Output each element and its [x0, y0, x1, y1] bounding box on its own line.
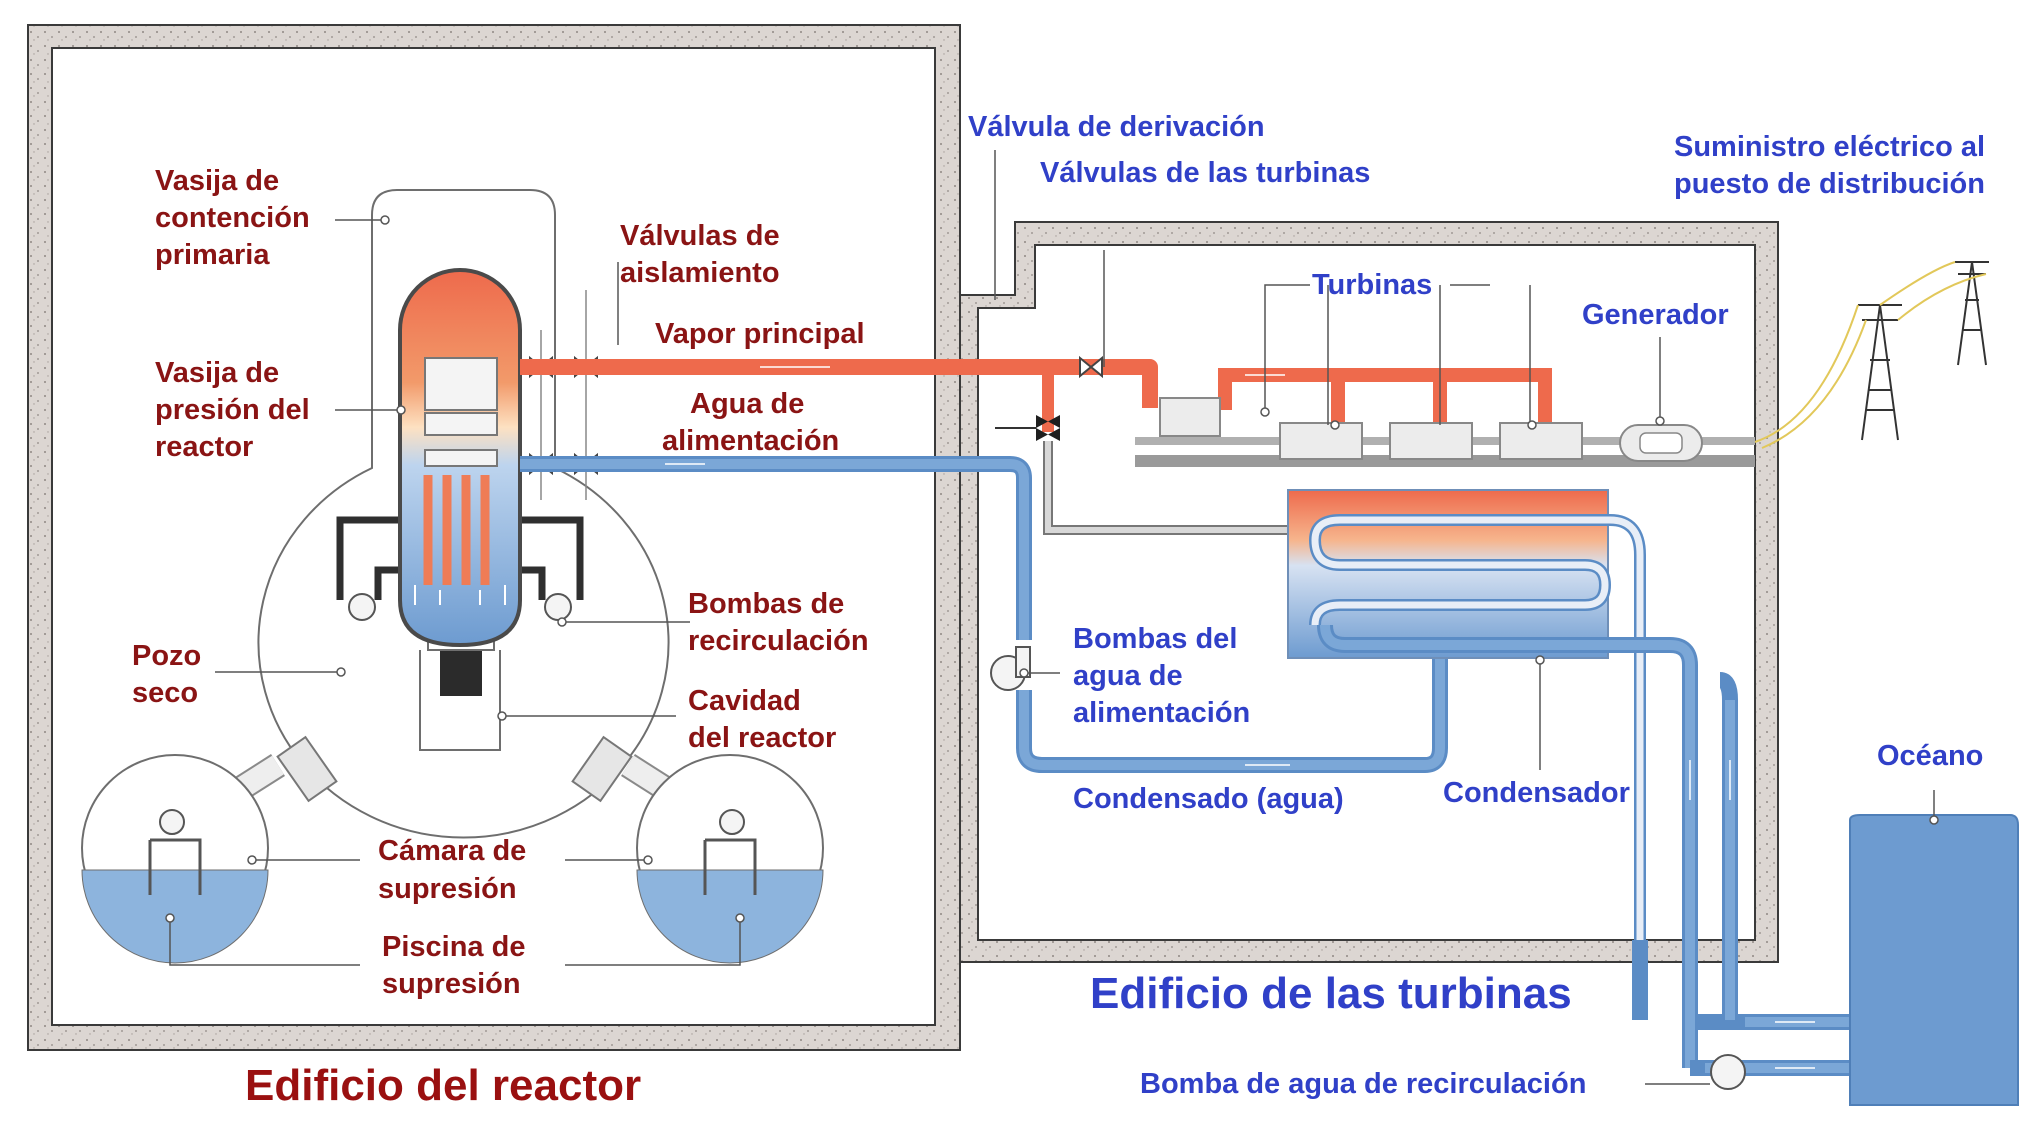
- turbine-train: [1135, 397, 1755, 467]
- label-isolation-valves-1: Válvulas de: [620, 220, 780, 252]
- label-suppression-chamber-2: supresión: [378, 873, 517, 905]
- label-primary-containment-2: contención: [155, 202, 310, 234]
- label-drywell-1: Pozo: [132, 640, 201, 672]
- reactor-building-title: Edificio del reactor: [245, 1061, 641, 1110]
- label-reactor-cavity-2: del reactor: [688, 722, 836, 754]
- label-turbines: Turbinas: [1312, 269, 1432, 301]
- label-suppression-pool-1: Piscina de: [382, 931, 525, 963]
- vent-elbow-left: [276, 735, 338, 803]
- label-generator: Generador: [1582, 299, 1729, 331]
- reactor-pressure-vessel: [398, 268, 522, 648]
- label-ocean: Océano: [1877, 740, 1983, 772]
- recirculation-loops: [336, 516, 584, 621]
- label-primary-containment-3: primaria: [155, 239, 270, 271]
- transmission-towers: [1754, 261, 1989, 449]
- feedwater-line: [520, 456, 1032, 640]
- generator: [1619, 424, 1703, 462]
- label-condensate: Condensado (agua): [1073, 783, 1344, 815]
- label-feedwater-pumps-3: alimentación: [1073, 697, 1250, 729]
- label-drywell-2: seco: [132, 677, 198, 709]
- label-power-supply-1: Suministro eléctrico al: [1674, 131, 1985, 163]
- leader-lines: [165, 150, 1939, 1085]
- ocean: [1849, 814, 2019, 1106]
- vent-elbow-right: [571, 735, 633, 803]
- label-condenser: Condensador: [1443, 777, 1630, 809]
- main-steam-line: [520, 359, 1158, 432]
- bypass-valve: [995, 415, 1288, 535]
- turbine-labels: Válvula de derivación Válvulas de las tu…: [968, 111, 1985, 1100]
- label-rpv-2: presión del: [155, 394, 310, 426]
- condenser: [1287, 489, 1646, 960]
- label-rpv-1: Vasija de: [155, 357, 279, 389]
- label-recirc-pumps-2: recirculación: [688, 625, 869, 657]
- label-feedwater-2: alimentación: [662, 425, 839, 457]
- label-power-supply-2: puesto de distribución: [1674, 168, 1985, 200]
- suppression-chamber-left: [81, 754, 269, 964]
- label-turbine-valves: Válvulas de las turbinas: [1040, 157, 1370, 189]
- label-suppression-chamber-1: Cámara de: [378, 835, 526, 867]
- turbine-valve: [1079, 250, 1105, 379]
- suppression-chamber-right: [636, 754, 824, 964]
- label-main-steam: Vapor principal: [655, 318, 865, 350]
- label-rpv-3: reactor: [155, 431, 253, 463]
- label-bypass-valve: Válvula de derivación: [968, 111, 1265, 143]
- turbine-building: [959, 221, 1779, 963]
- label-feedwater-pumps-2: agua de: [1073, 660, 1183, 692]
- label-reactor-cavity-1: Cavidad: [688, 685, 801, 717]
- label-recirc-water-pump: Bomba de agua de recirculación: [1140, 1068, 1586, 1100]
- condensate-line: [1016, 615, 1448, 773]
- reactor-building: [27, 24, 961, 1051]
- cooling-water-loop: [1317, 624, 1855, 1076]
- label-suppression-pool-2: supresión: [382, 968, 521, 1000]
- label-recirc-pumps-1: Bombas de: [688, 588, 844, 620]
- label-feedwater-pumps-1: Bombas del: [1073, 623, 1237, 655]
- label-isolation-valves-2: aislamiento: [620, 257, 780, 289]
- label-feedwater-1: Agua de: [690, 388, 804, 420]
- turbine-building-title: Edificio de las turbinas: [1090, 969, 1572, 1018]
- reactor-labels: Vasija de contención primaria Vasija de …: [132, 165, 869, 1110]
- label-primary-containment-1: Vasija de: [155, 165, 279, 197]
- recirc-water-pump: [1710, 1054, 1746, 1090]
